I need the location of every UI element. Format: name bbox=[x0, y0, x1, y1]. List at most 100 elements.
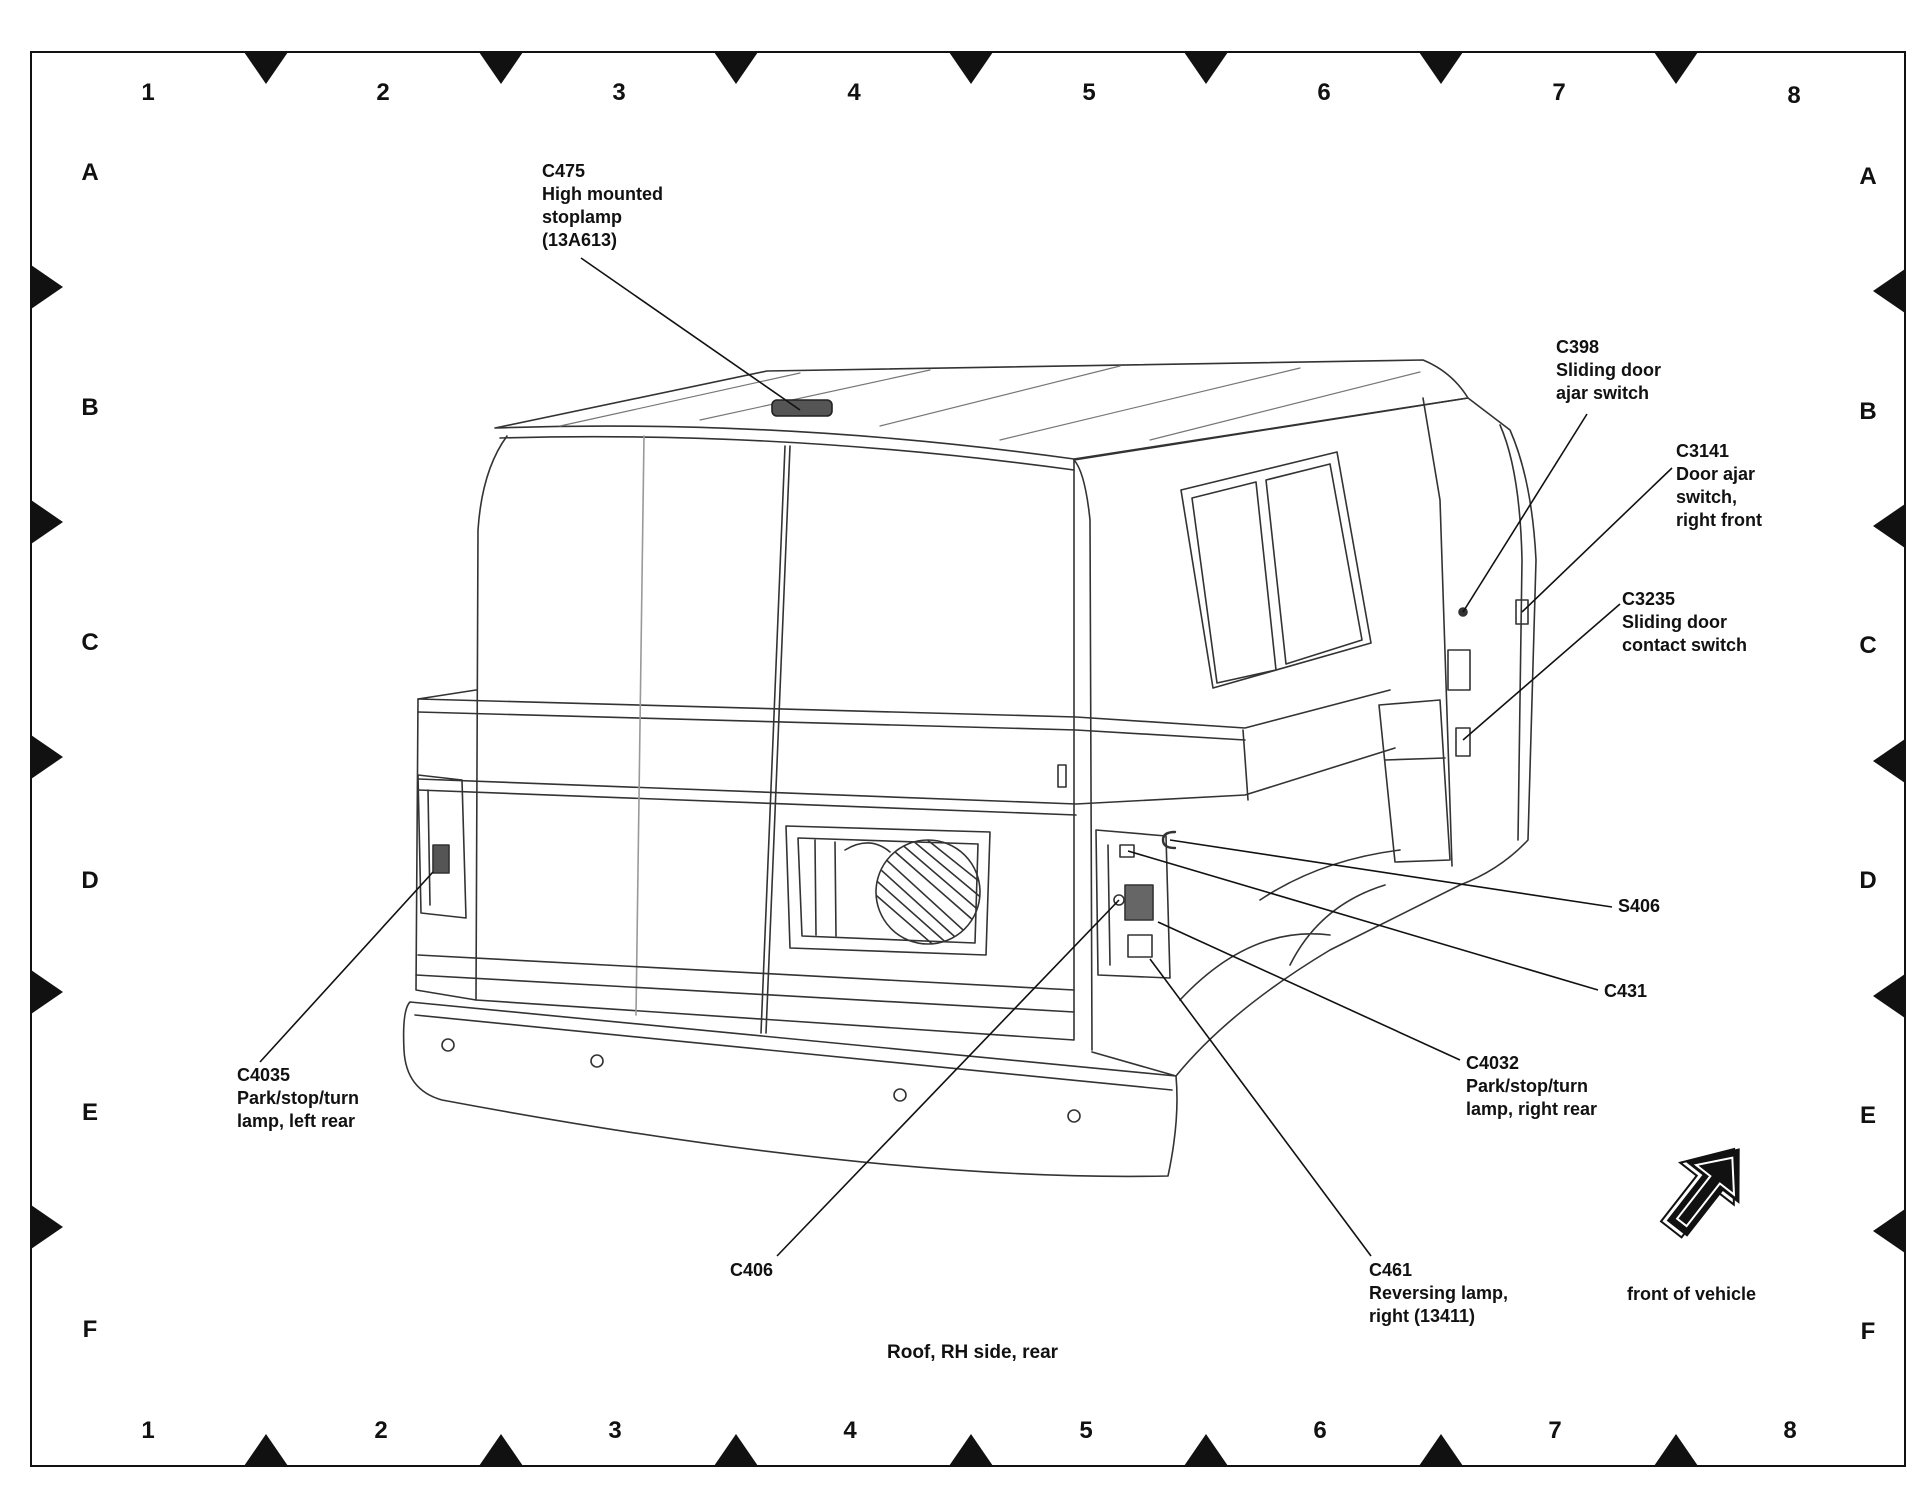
grid-marker bbox=[479, 1434, 523, 1466]
grid-column-label: 5 bbox=[1079, 1417, 1093, 1444]
grid-markers-left bbox=[31, 265, 63, 1249]
grid-marker bbox=[1873, 739, 1905, 783]
connector-code: C475 bbox=[542, 161, 586, 181]
grid-marker bbox=[949, 52, 993, 84]
license-plate-bracket bbox=[814, 839, 891, 937]
grid-row-label: A bbox=[81, 159, 99, 186]
leader-line-c406 bbox=[776, 899, 1120, 1257]
rear-grille-hatch bbox=[876, 840, 980, 944]
connector-description: Door ajar bbox=[1676, 464, 1756, 484]
van-side-window-pane bbox=[1265, 463, 1363, 665]
van-lower-step bbox=[415, 954, 1075, 1013]
grid-marker bbox=[479, 52, 523, 84]
leader-line-c475 bbox=[580, 257, 801, 411]
van-side-panel bbox=[1073, 397, 1537, 1077]
grid-column-label: 6 bbox=[1313, 1417, 1327, 1444]
grid-column-label: 4 bbox=[847, 79, 861, 106]
diagram-caption: Roof, RH side, rear bbox=[887, 1342, 1059, 1363]
reversing-lamp-socket bbox=[1127, 934, 1153, 958]
connector-description: stoplamp bbox=[542, 207, 623, 227]
leader-line-s406 bbox=[1169, 839, 1613, 908]
connector-code: C4032 bbox=[1466, 1053, 1520, 1073]
connector-description: lamp, left rear bbox=[237, 1111, 356, 1131]
grid-row-label: F bbox=[82, 1316, 98, 1343]
van-belt-upper bbox=[417, 689, 1391, 741]
van-left-side-strip bbox=[415, 689, 477, 1001]
grid-column-label: 6 bbox=[1317, 79, 1331, 106]
connector-c431-body bbox=[1119, 844, 1135, 858]
grid-marker bbox=[949, 1434, 993, 1466]
grid-marker bbox=[1419, 1434, 1463, 1466]
van-wheel-arch bbox=[1179, 884, 1386, 1001]
connector-code: C431 bbox=[1604, 981, 1648, 1001]
van-rear-bumper bbox=[402, 1001, 1178, 1178]
van-side-window-frame bbox=[1180, 451, 1372, 689]
van-belt-lower bbox=[417, 747, 1396, 816]
grid-row-label: C bbox=[1859, 632, 1877, 659]
bumper-bolt bbox=[893, 1088, 907, 1102]
van-roof-ribs bbox=[559, 365, 1421, 441]
van-side-molding bbox=[1242, 729, 1401, 901]
connector-code: C461 bbox=[1369, 1260, 1413, 1280]
van-rear-door-hinge bbox=[1057, 764, 1067, 788]
callout-c461: C461 Reversing lamp, right (13411) bbox=[1369, 1259, 1508, 1328]
front-of-vehicle-label: front of vehicle bbox=[1627, 1284, 1757, 1304]
grid-marker bbox=[31, 500, 63, 544]
connector-code: C4035 bbox=[237, 1065, 291, 1085]
left-rear-lamp-socket bbox=[432, 844, 450, 874]
grid-marker bbox=[1654, 1434, 1698, 1466]
splice-s406-marker bbox=[1161, 830, 1177, 850]
grid-marker bbox=[714, 52, 758, 84]
stoplamp-housing bbox=[771, 399, 833, 417]
connector-description: switch, bbox=[1676, 487, 1738, 507]
connector-c406-body bbox=[1113, 894, 1125, 906]
grid-marker bbox=[1873, 269, 1905, 313]
grid-marker bbox=[714, 1434, 758, 1466]
grid-row-label: C bbox=[81, 629, 99, 656]
grid-marker bbox=[1184, 52, 1228, 84]
connector-description: Reversing lamp, bbox=[1369, 1283, 1509, 1303]
grid-marker bbox=[244, 52, 288, 84]
callout-c4035: C4035 Park/stop/turn lamp, left rear bbox=[237, 1064, 359, 1133]
license-plate-recess-inner bbox=[797, 837, 979, 944]
leader-line-c4032 bbox=[1157, 921, 1461, 1061]
grid-marker bbox=[1873, 974, 1905, 1018]
grid-row-label: B bbox=[81, 394, 99, 421]
grid-column-label: 5 bbox=[1082, 79, 1096, 106]
van-rear-door-line bbox=[635, 435, 645, 1016]
connector-description: lamp, right rear bbox=[1466, 1099, 1598, 1119]
van-door-hinge bbox=[1447, 649, 1471, 691]
license-plate-recess bbox=[785, 825, 991, 956]
connector-description: right front bbox=[1676, 510, 1762, 530]
grid-marker bbox=[31, 970, 63, 1014]
grid-column-label: 3 bbox=[608, 1417, 622, 1444]
callout-c3235: C3235 Sliding door contact switch bbox=[1622, 588, 1747, 657]
connector-description: contact switch bbox=[1622, 635, 1748, 655]
grid-markers-right bbox=[1873, 269, 1905, 1253]
connector-description: Sliding door bbox=[1556, 360, 1661, 380]
van-rear-face bbox=[475, 435, 1075, 1041]
connector-description: ajar switch bbox=[1556, 383, 1650, 403]
van-roof-rim bbox=[499, 435, 1075, 471]
grid-marker bbox=[1184, 1434, 1228, 1466]
connector-code: C398 bbox=[1556, 337, 1600, 357]
van-door-opening bbox=[1378, 699, 1451, 863]
van-sliding-door-edge bbox=[1422, 397, 1523, 867]
van-bumper-edge bbox=[414, 1014, 1173, 1091]
connector-description: Park/stop/turn bbox=[237, 1088, 360, 1108]
grid-column-label: 8 bbox=[1787, 82, 1801, 109]
van-roof bbox=[494, 359, 1469, 460]
grid-column-label: 2 bbox=[376, 79, 390, 106]
callout-c475: C475 High mounted stoplamp (13A613) bbox=[542, 160, 663, 252]
van-rear-door-seam bbox=[760, 445, 791, 1034]
callout-c3141: C3141 Door ajar switch, right front bbox=[1676, 440, 1762, 532]
callout-c431: C431 bbox=[1604, 980, 1647, 1003]
grid-column-label: 7 bbox=[1552, 79, 1566, 106]
connector-description: right (13411) bbox=[1369, 1306, 1476, 1326]
grid-markers-bottom bbox=[244, 1434, 1698, 1466]
grid-marker bbox=[31, 1205, 63, 1249]
leader-lines bbox=[259, 257, 1673, 1257]
van-side-window-pane bbox=[1191, 481, 1277, 684]
grid-column-label: 3 bbox=[612, 79, 626, 106]
callout-c398: C398 Sliding door ajar switch bbox=[1556, 336, 1661, 405]
